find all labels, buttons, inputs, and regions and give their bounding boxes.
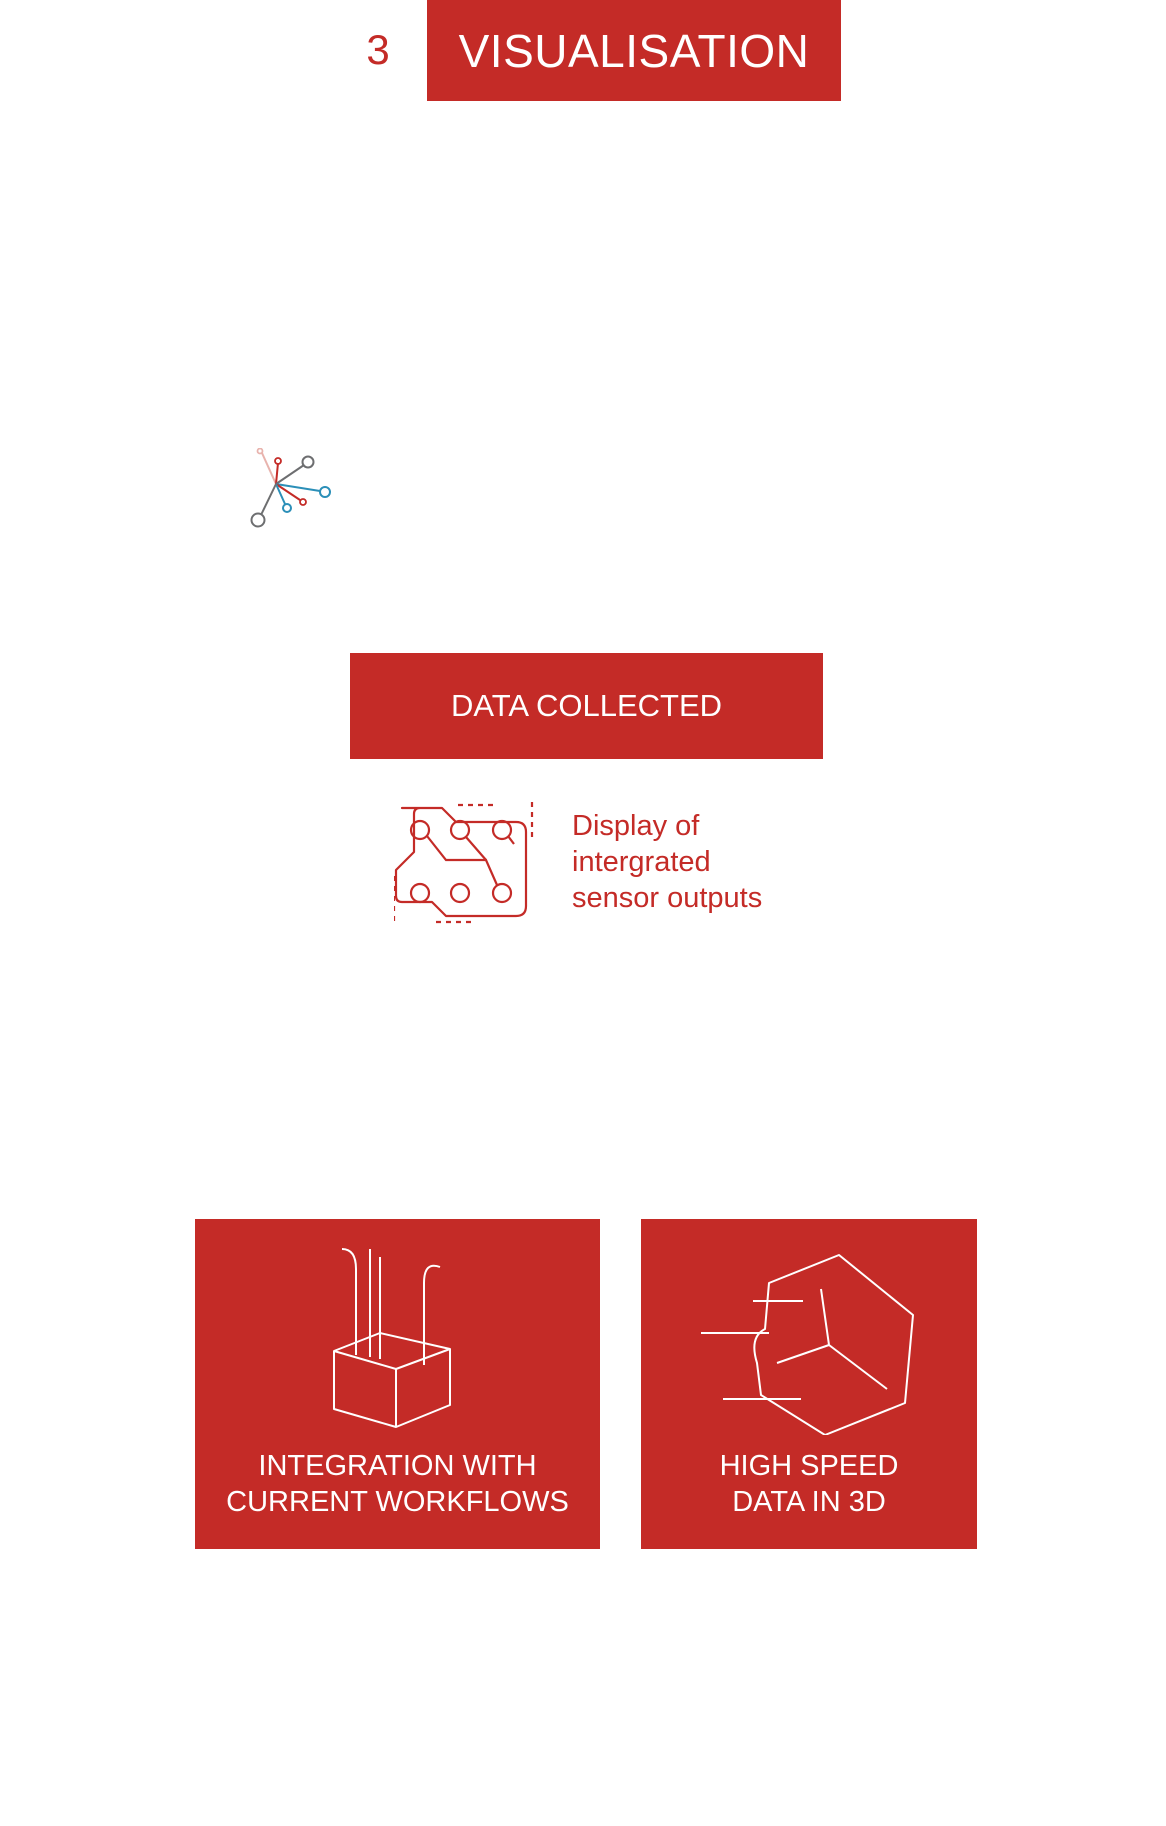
box-integration-icon (333, 1248, 451, 1428)
high-speed-label-line-1: HIGH SPEED (719, 1450, 899, 1482)
description-line-3: sensor outputs (572, 882, 763, 914)
data-collected-banner: DATA COLLECTED (350, 653, 823, 759)
integration-card-label: INTEGRATION WITH CURRENT WORKFLOWS (195, 1448, 600, 1520)
speed-cube-icon (701, 1254, 914, 1435)
section-title: VISUALISATION (458, 24, 810, 77)
integration-card: INTEGRATION WITH CURRENT WORKFLOWS (195, 1219, 600, 1549)
high-speed-3d-card: HIGH SPEED DATA IN 3D (641, 1219, 977, 1549)
network-nodes-icon (250, 448, 331, 528)
sensor-output-description: Display of intergrated sensor outputs (572, 808, 832, 916)
description-line-2: intergrated (572, 846, 711, 878)
data-collected-label: DATA COLLECTED (450, 688, 723, 723)
integration-label-line-1: INTEGRATION WITH (258, 1450, 537, 1482)
high-speed-label-line-2: DATA IN 3D (732, 1486, 886, 1518)
description-line-1: Display of (572, 810, 700, 842)
step-number: 3 (366, 26, 390, 73)
integration-label-line-2: CURRENT WORKFLOWS (226, 1486, 569, 1518)
high-speed-card-label: HIGH SPEED DATA IN 3D (641, 1448, 977, 1520)
section-title-banner: VISUALISATION (427, 0, 841, 101)
circuit-board-icon (394, 802, 534, 924)
